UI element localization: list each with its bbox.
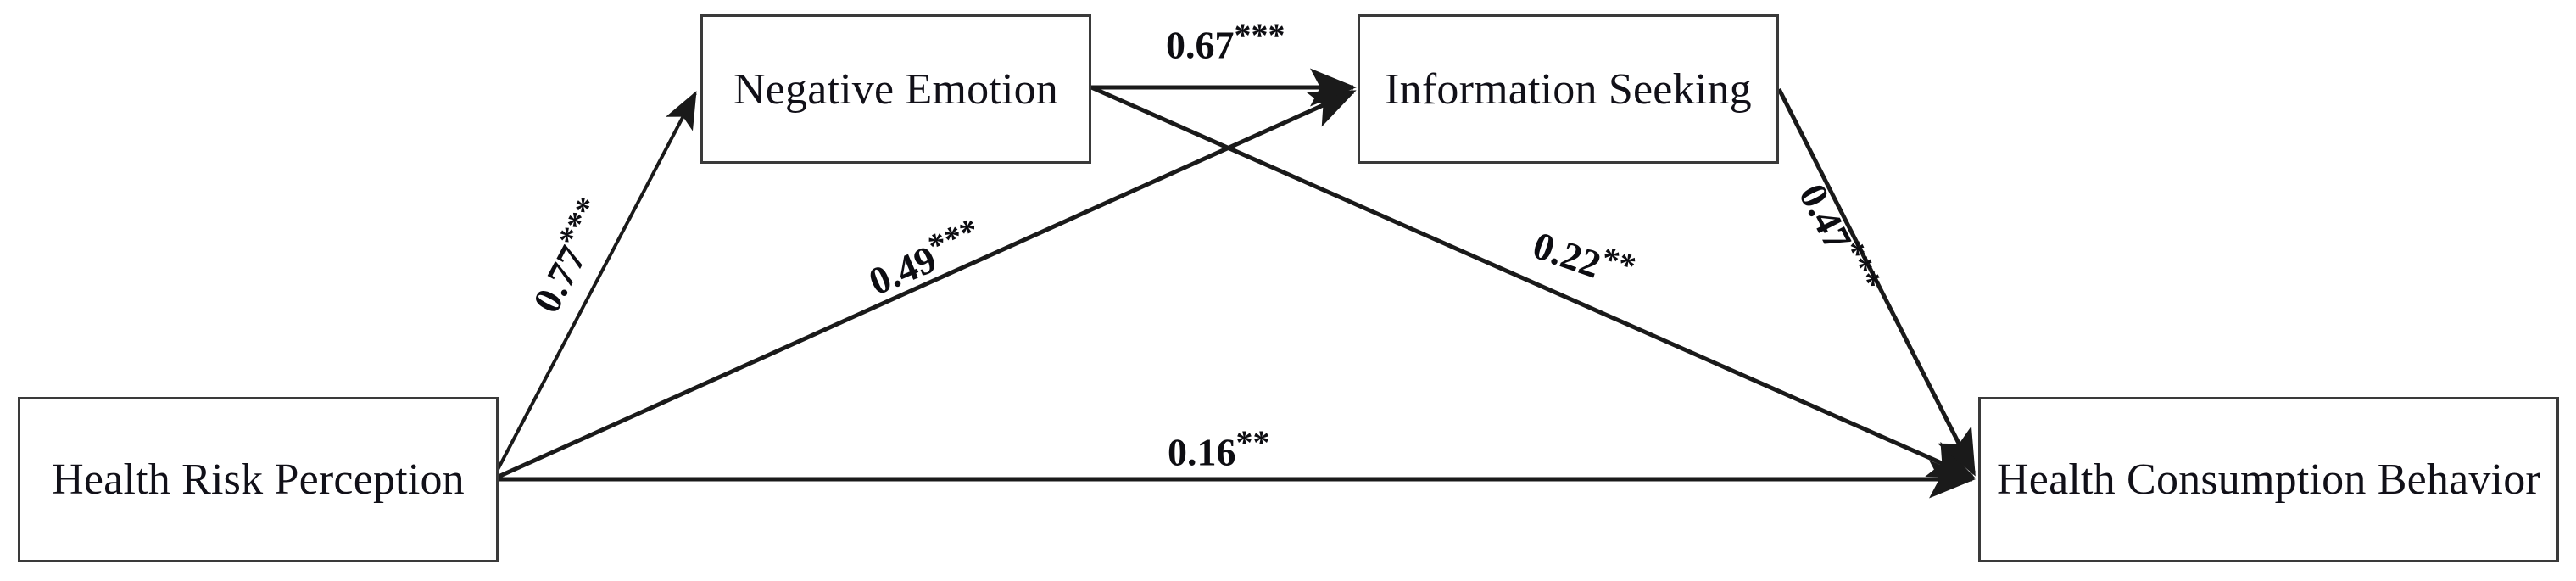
edge-coefficient-ne-to-is: 0.67 [1166, 23, 1235, 67]
edge-line-hrp-to-is [491, 89, 1357, 482]
edge-line-ne-to-hcb [1090, 85, 1976, 479]
node-health-consumption-behavior[interactable]: Health Consumption Behavior [1978, 397, 2559, 562]
edge-label-hrp-to-hcb: 0.16** [1168, 422, 1270, 475]
node-information-seeking[interactable]: Information Seeking [1358, 14, 1779, 164]
edge-label-ne-to-is: 0.67*** [1166, 15, 1285, 68]
node-health-risk-perception[interactable]: Health Risk Perception [18, 397, 499, 562]
edge-stars-hrp-to-hcb: ** [1235, 423, 1270, 461]
node-label-health-risk-perception: Health Risk Perception [52, 455, 465, 504]
node-label-negative-emotion: Negative Emotion [733, 64, 1058, 114]
node-negative-emotion[interactable]: Negative Emotion [700, 14, 1091, 164]
node-label-health-consumption-behavior: Health Consumption Behavior [1997, 455, 2540, 504]
edge-coefficient-hrp-to-hcb: 0.16 [1168, 430, 1236, 474]
node-label-information-seeking: Information Seeking [1385, 64, 1752, 114]
edge-line-is-to-hcb [1776, 87, 1977, 477]
edge-line-hrp-to-ne [491, 91, 697, 480]
edge-stars-ne-to-is: *** [1234, 16, 1285, 54]
